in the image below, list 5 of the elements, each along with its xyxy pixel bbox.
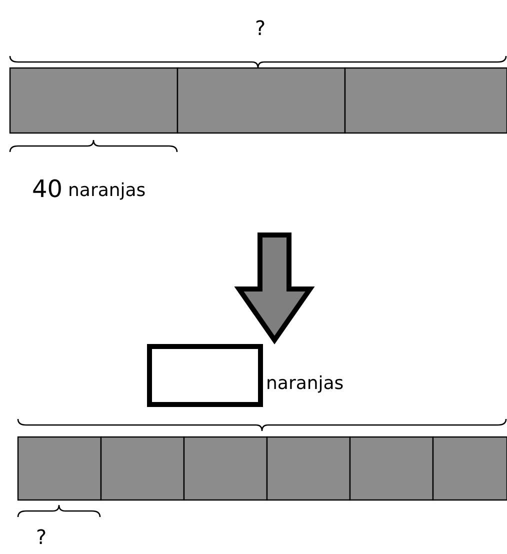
question-mark: ?	[255, 18, 266, 38]
quantity-label: 40	[32, 177, 63, 201]
question-mark: ?	[36, 527, 47, 547]
unit-label: naranjas	[68, 182, 146, 200]
unit-label: naranjas	[266, 375, 344, 393]
